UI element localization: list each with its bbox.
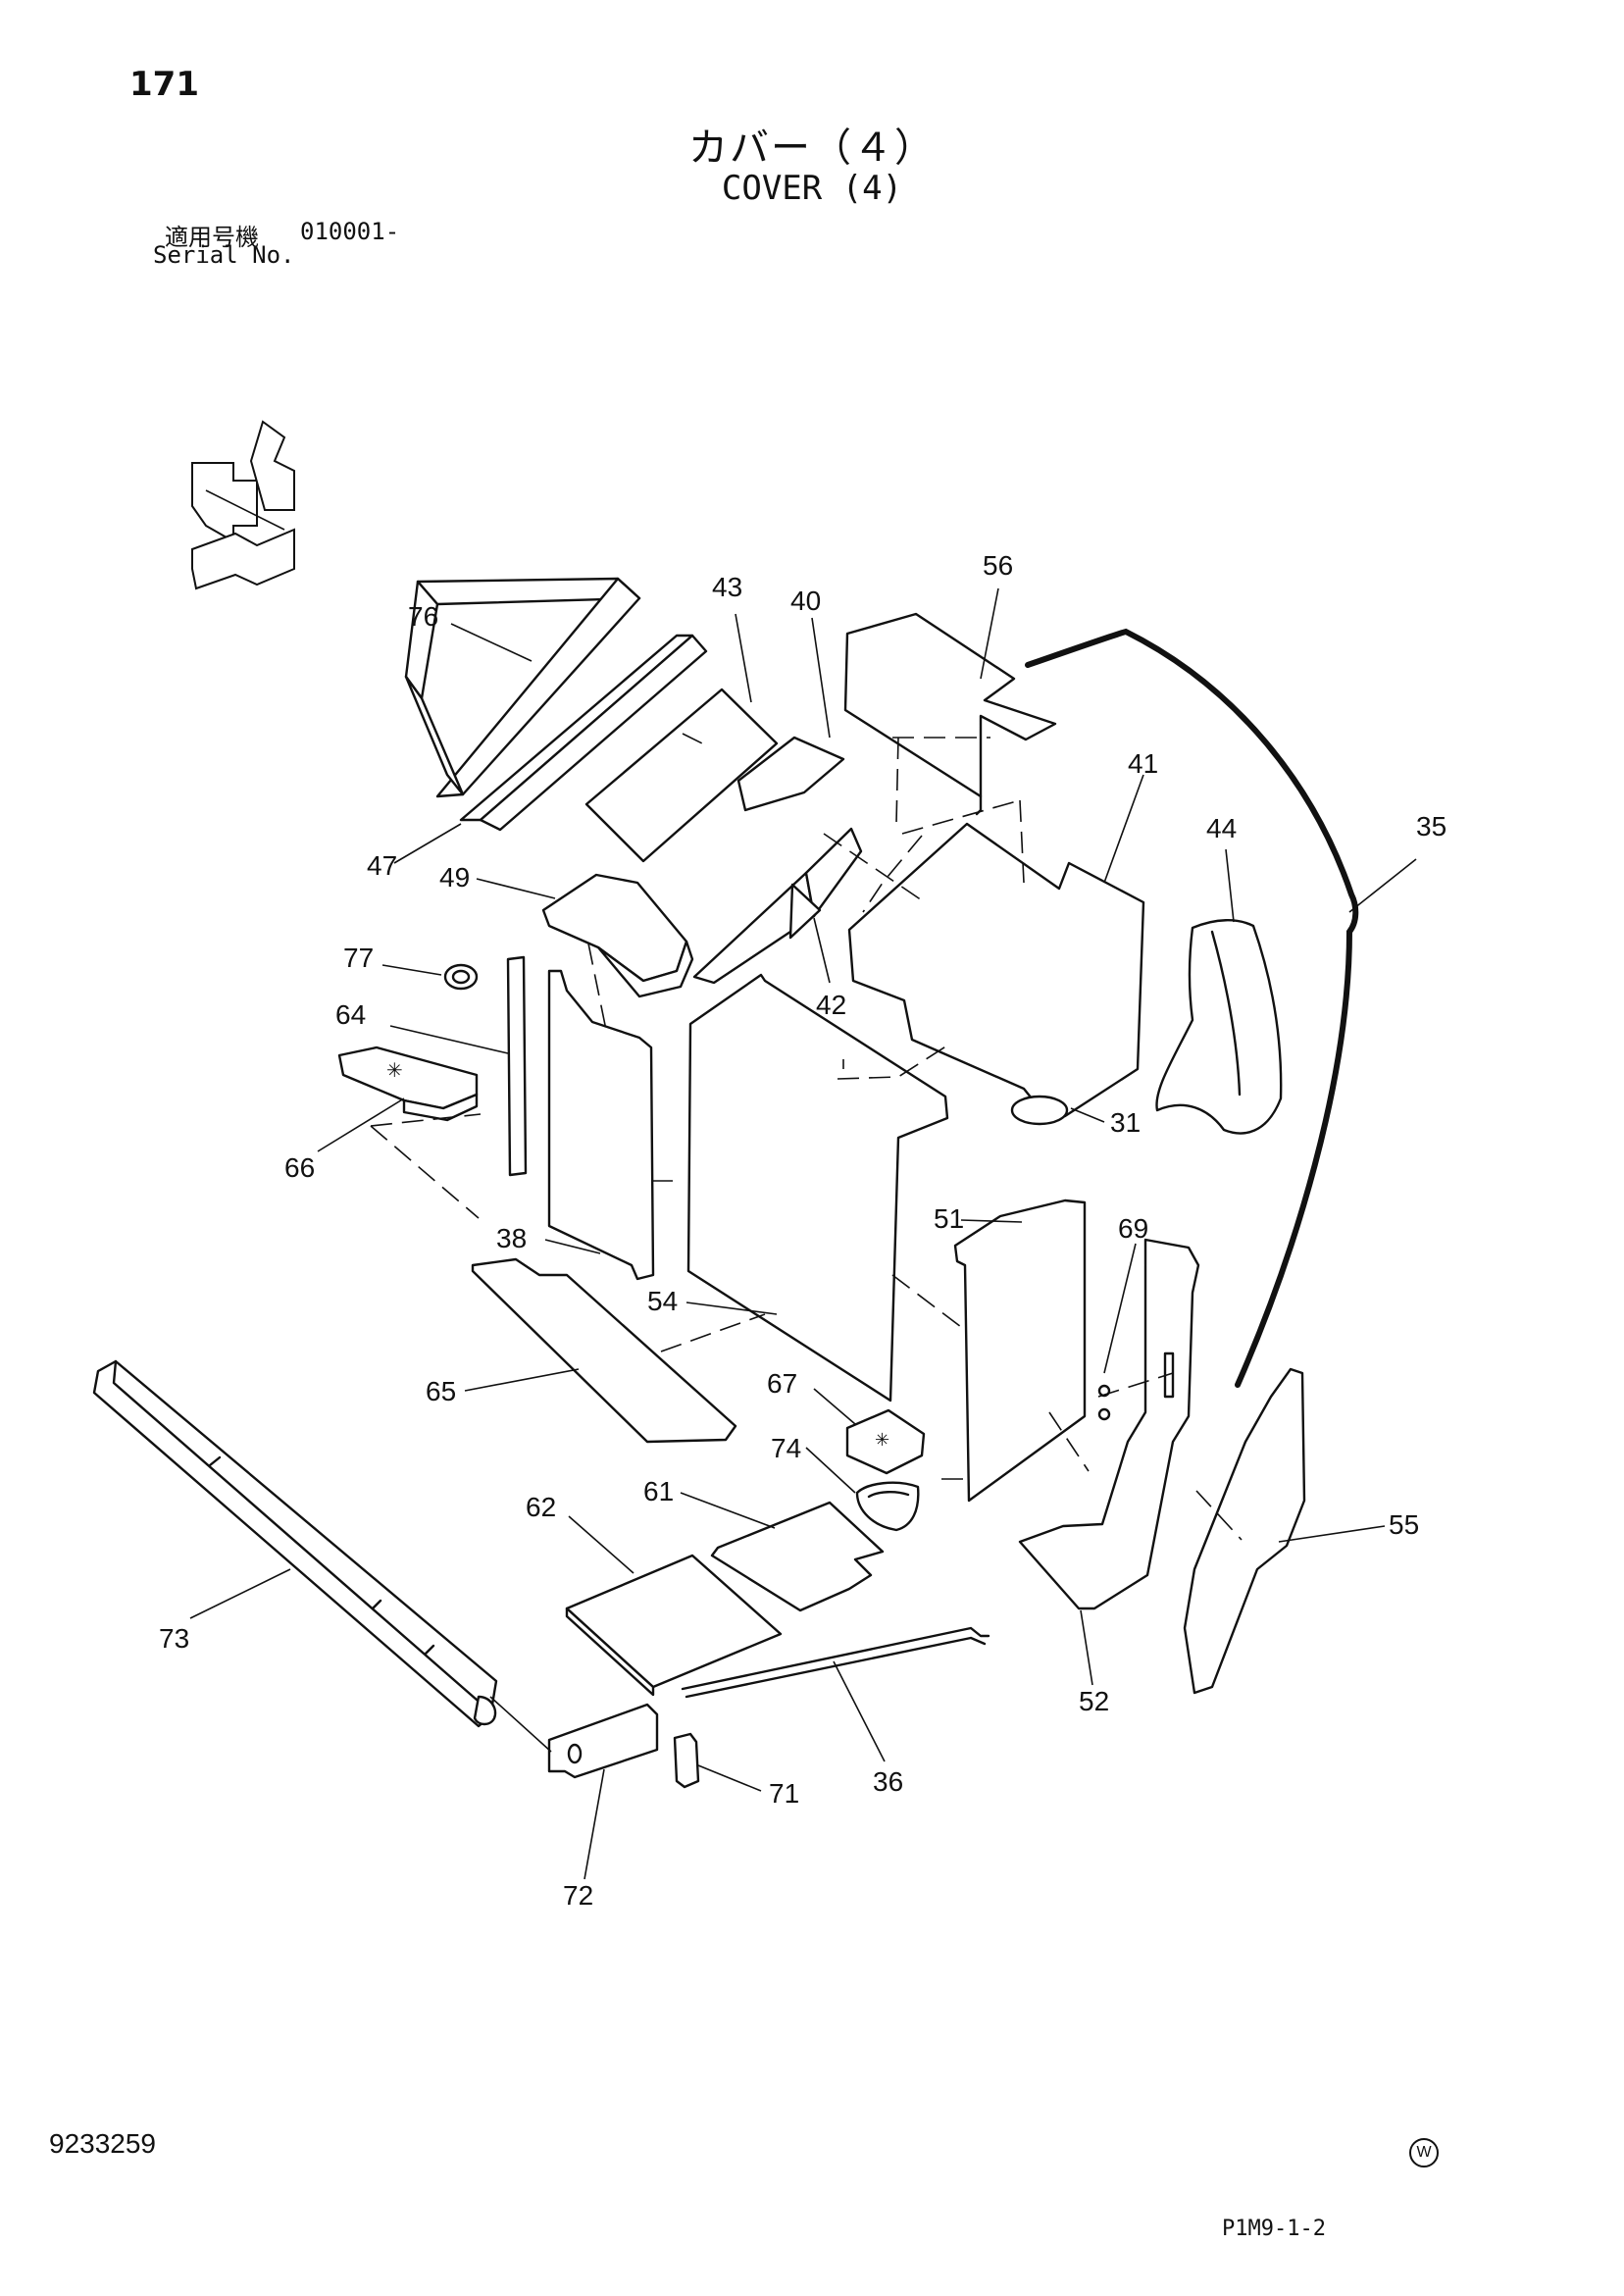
part-55-side-strip [1183, 1367, 1306, 1695]
callout-69: 69 [1118, 1213, 1148, 1244]
callout-66: 66 [284, 1152, 315, 1183]
part-31-cap [1010, 1095, 1069, 1126]
orientation-arrows-icon [191, 420, 295, 590]
callout-77: 77 [343, 943, 374, 973]
callout-76: 76 [408, 601, 438, 632]
callout-51: 51 [934, 1203, 964, 1234]
part-62-plate [565, 1554, 783, 1697]
callout-65: 65 [426, 1376, 456, 1406]
callout-44: 44 [1206, 813, 1237, 843]
serial-label-english: Serial No. [153, 241, 295, 269]
part-35-seal-strip [1025, 628, 1359, 1388]
sheet-code: P1M9-1-2 [1222, 2217, 1326, 2241]
callout-numbers: 76 43 40 56 47 49 41 44 35 77 42 64 66 3… [159, 550, 1446, 1911]
part-67-block: ✳ [845, 1408, 926, 1475]
callout-47: 47 [367, 850, 397, 881]
page-number: 171 [129, 65, 199, 104]
callout-56: 56 [983, 550, 1013, 581]
callout-43: 43 [712, 572, 742, 602]
callout-54: 54 [647, 1286, 678, 1316]
part-64-post [506, 955, 528, 1177]
callout-64: 64 [335, 999, 366, 1030]
part-54-large-panel [686, 973, 949, 1403]
part-44-curved-cover [1155, 919, 1283, 1135]
part-61-plate [710, 1501, 885, 1612]
callout-35: 35 [1416, 811, 1446, 842]
part-38-panel [547, 969, 655, 1281]
callout-36: 36 [873, 1766, 903, 1797]
serial-number-value: 010001- [300, 218, 400, 245]
svg-text:✳: ✳ [386, 1058, 403, 1082]
assembly-lines [370, 733, 1243, 1541]
page-title-japanese: カバー（４） [688, 126, 936, 171]
callout-49: 49 [439, 862, 470, 893]
part-72-bracket [547, 1703, 659, 1779]
callout-52: 52 [1079, 1686, 1109, 1716]
part-65-strip [471, 1257, 737, 1444]
w-mark-icon: W [1409, 2138, 1439, 2168]
callout-31: 31 [1110, 1107, 1141, 1138]
callout-62: 62 [526, 1492, 556, 1522]
callout-41: 41 [1128, 748, 1158, 779]
callout-72: 72 [563, 1880, 593, 1911]
part-77-grommet [443, 963, 479, 991]
callout-61: 61 [643, 1476, 674, 1506]
callout-38: 38 [496, 1223, 527, 1253]
part-73-rail [92, 1359, 498, 1728]
serial-label-japanese: 適用号機 [165, 224, 259, 251]
callout-55: 55 [1389, 1509, 1419, 1540]
callout-67: 67 [767, 1368, 797, 1399]
part-76-channel [404, 577, 641, 798]
part-71-block [673, 1732, 700, 1789]
page-title-english: COVER (4) [721, 169, 903, 208]
part-49-wedge [541, 873, 694, 998]
callout-71: 71 [769, 1778, 799, 1809]
callout-73: 73 [159, 1623, 189, 1654]
part-47-channel [459, 634, 708, 832]
part-56-top-cover [843, 612, 1057, 816]
part-74-ring [855, 1481, 920, 1532]
callout-74: 74 [771, 1433, 801, 1463]
callout-40: 40 [790, 586, 821, 616]
svg-text:✳: ✳ [875, 1430, 889, 1451]
part-52-panel [1018, 1238, 1200, 1610]
document-number: 9233259 [49, 2128, 157, 2159]
part-40-plate [736, 736, 845, 812]
part-43-plate [584, 688, 779, 863]
part-36-rod [681, 1626, 990, 1699]
part-66-block: ✳ [337, 1046, 479, 1122]
part-69-clips [1097, 1243, 1137, 1421]
leader-lines [189, 587, 1417, 1880]
part-42-bracket [692, 827, 863, 985]
callout-42: 42 [816, 990, 846, 1020]
part-51-panel [953, 1199, 1087, 1503]
